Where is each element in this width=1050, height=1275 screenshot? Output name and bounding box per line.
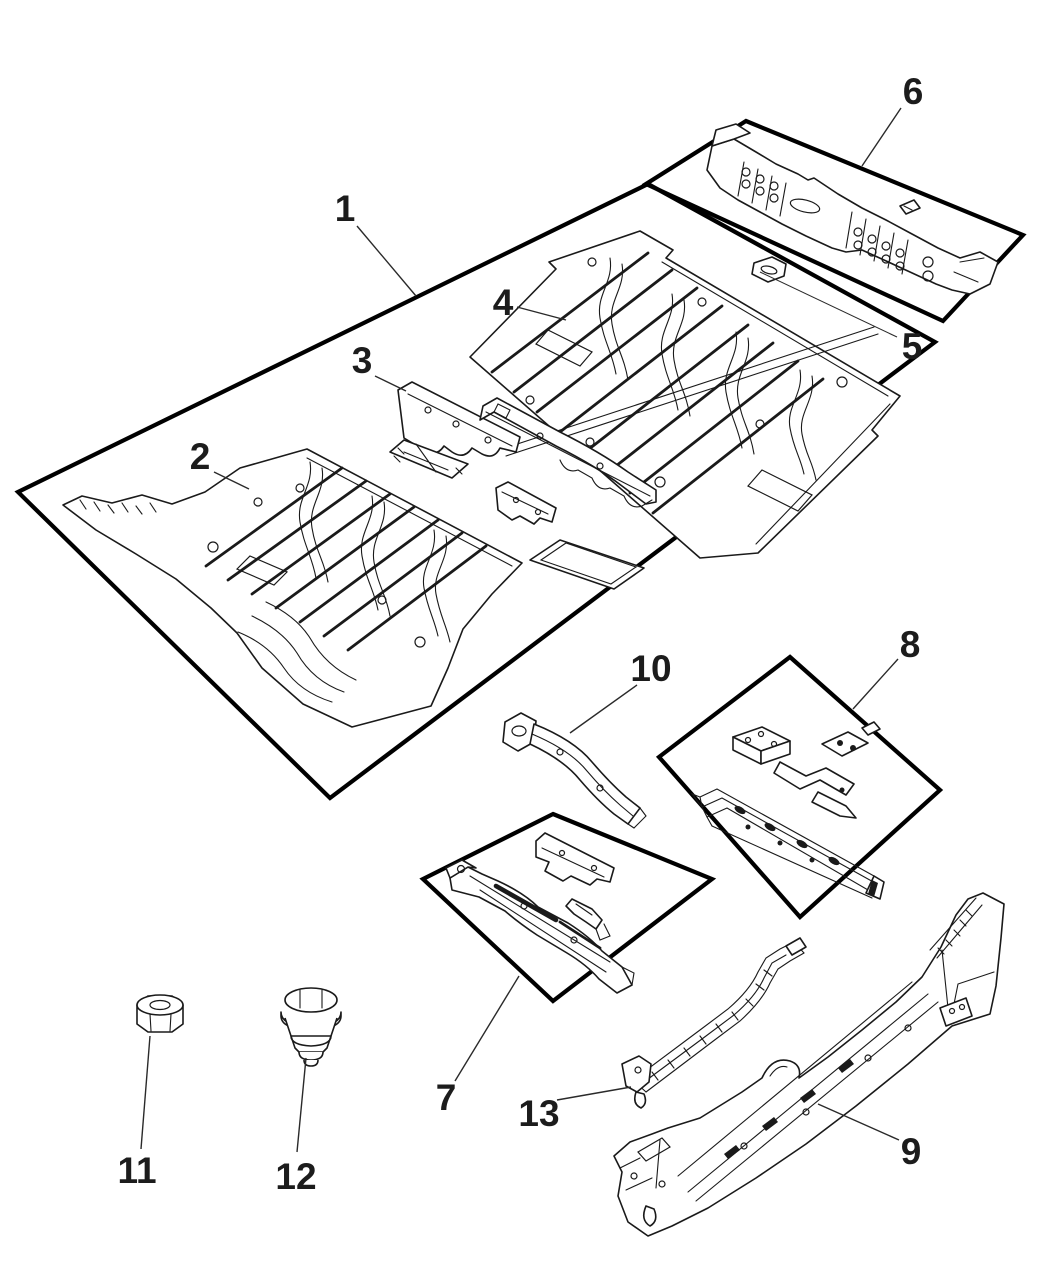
callout-leaders	[140, 107, 902, 1153]
part-rocker-panel	[613, 892, 1005, 1237]
group-border-back-panel	[641, 118, 1027, 324]
leader-11	[140, 1035, 151, 1150]
leader-7	[454, 975, 520, 1082]
leader-3	[374, 375, 407, 392]
floor-channels	[598, 257, 817, 481]
floor-ribs	[490, 251, 825, 515]
leader-4	[516, 306, 567, 321]
part-inner-sill-rail	[621, 937, 807, 1109]
callout-label-6: 6	[903, 71, 924, 112]
z-bracket	[565, 898, 603, 930]
leader-6	[861, 107, 902, 167]
callout-label-13: 13	[518, 1093, 559, 1134]
small-clip-6	[899, 199, 921, 215]
part-front-floor-pan	[62, 448, 523, 728]
leader-13	[556, 1086, 632, 1101]
part-cab-back-panel	[706, 123, 999, 295]
callout-label-9: 9	[901, 1131, 922, 1172]
part-crossmember-group	[389, 381, 657, 590]
callout-label-10: 10	[630, 648, 671, 689]
callout-label-11: 11	[117, 1150, 156, 1191]
leader-1	[356, 225, 417, 297]
group-border-sill-kit-8	[655, 654, 944, 920]
callout-label-8: 8	[900, 624, 921, 665]
callout-label-5: 5	[902, 326, 923, 367]
group-border-main-floor	[14, 181, 939, 801]
seat-riser-bracket	[389, 439, 469, 479]
flat-plate	[529, 539, 645, 590]
part-sill-kit-8	[690, 721, 885, 900]
part-center-floor-pan	[469, 230, 901, 559]
callout-label-4: 4	[493, 282, 514, 323]
leader-12	[296, 1057, 307, 1153]
callout-label-3: 3	[352, 340, 373, 381]
leader-2	[213, 471, 250, 490]
leader-10	[569, 684, 638, 734]
part-rail-kit-7	[445, 832, 635, 994]
part-body-plug	[280, 987, 342, 1067]
tunnel-curves	[237, 601, 357, 703]
callout-label-2: 2	[190, 436, 211, 477]
floor-ribs	[204, 466, 488, 652]
callout-label-1: 1	[335, 188, 356, 229]
floor-channels	[298, 461, 451, 643]
leader-9	[817, 1103, 900, 1141]
part-support-clip	[751, 256, 787, 283]
leader-8	[852, 658, 899, 710]
part-center-crossmember	[502, 712, 647, 829]
leader-5	[759, 271, 898, 338]
group-border-crossmember-kit-7	[419, 811, 717, 1004]
part-hex-nut	[136, 994, 184, 1033]
callout-labels: 1 2 3 4 5 6 7 8 9 10 11 12 13	[117, 71, 923, 1197]
main-crossmember	[479, 397, 657, 505]
callout-label-7: 7	[436, 1077, 457, 1118]
callout-label-12: 12	[275, 1156, 316, 1197]
